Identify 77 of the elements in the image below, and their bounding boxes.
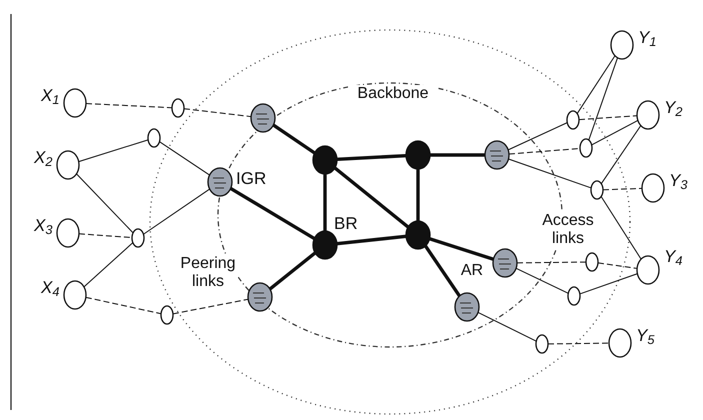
link-line <box>268 252 316 290</box>
link-node <box>171 98 185 118</box>
node-label: X$_{2}$ <box>34 149 52 166</box>
link-line <box>334 166 410 228</box>
link-line <box>142 188 210 235</box>
link-line <box>323 174 327 231</box>
link-node <box>535 334 549 354</box>
link-line <box>272 124 316 154</box>
node-label: Y$_{1}$ <box>638 29 656 46</box>
host-node <box>636 100 660 130</box>
router-node <box>312 230 338 260</box>
host-node <box>641 173 665 203</box>
link-line <box>548 342 610 344</box>
node-label: X$_{1}$ <box>41 87 60 104</box>
link-line <box>83 242 134 288</box>
link-line <box>76 173 134 234</box>
router-node <box>492 248 518 278</box>
node-label: Y$_{5}$ <box>636 327 654 344</box>
host-node <box>63 280 87 310</box>
router-node <box>247 282 273 312</box>
link-line <box>78 139 149 162</box>
node-label: Y$_{3}$ <box>669 172 688 189</box>
node-label: Y$_{4}$ <box>664 248 682 265</box>
router-node <box>484 140 510 170</box>
link-node <box>579 138 593 158</box>
host-node <box>636 255 660 285</box>
link-line <box>172 298 249 314</box>
link-line <box>578 115 638 120</box>
host-node <box>56 218 80 248</box>
link-line <box>478 312 537 342</box>
router-node <box>405 140 431 170</box>
router-node <box>207 167 233 197</box>
link-line <box>597 262 638 269</box>
router-node <box>312 145 338 175</box>
link-line <box>85 296 162 314</box>
link-line <box>336 234 406 246</box>
link-line <box>508 158 592 188</box>
link-node <box>585 252 599 272</box>
host-node <box>56 150 80 180</box>
link-line <box>430 153 485 157</box>
link-node <box>590 180 604 200</box>
host-node <box>610 30 634 60</box>
link-line <box>183 108 252 118</box>
link-line <box>508 122 568 150</box>
link-line <box>588 57 618 141</box>
link-line <box>78 233 132 238</box>
link-node <box>567 286 581 306</box>
link-line <box>508 148 580 155</box>
host-node <box>608 328 632 358</box>
host-node <box>63 88 87 118</box>
link-line <box>602 188 642 190</box>
link-line <box>230 186 316 240</box>
link-node <box>147 128 161 148</box>
link-line <box>416 169 420 221</box>
link-line <box>429 237 494 261</box>
link-line <box>600 125 642 184</box>
node-label: IGR <box>236 170 266 187</box>
link-line <box>158 141 210 176</box>
link-node <box>160 305 174 325</box>
link-line <box>579 273 638 294</box>
node-label: X$_{4}$ <box>41 279 60 296</box>
node-label: BR <box>334 215 358 232</box>
link-line <box>336 154 406 162</box>
link-line <box>591 120 638 146</box>
router-node <box>405 220 431 250</box>
router-node <box>250 103 276 133</box>
link-node <box>566 110 580 130</box>
link-line <box>600 196 642 260</box>
link-line <box>516 262 586 264</box>
link-line <box>516 268 569 294</box>
link-line <box>576 55 616 114</box>
node-label: X$_{3}$ <box>34 217 52 234</box>
link-node <box>131 228 145 248</box>
node-label: Y$_{2}$ <box>664 99 682 116</box>
link-line <box>86 103 172 108</box>
router-node <box>454 292 480 322</box>
link-line <box>424 245 461 297</box>
